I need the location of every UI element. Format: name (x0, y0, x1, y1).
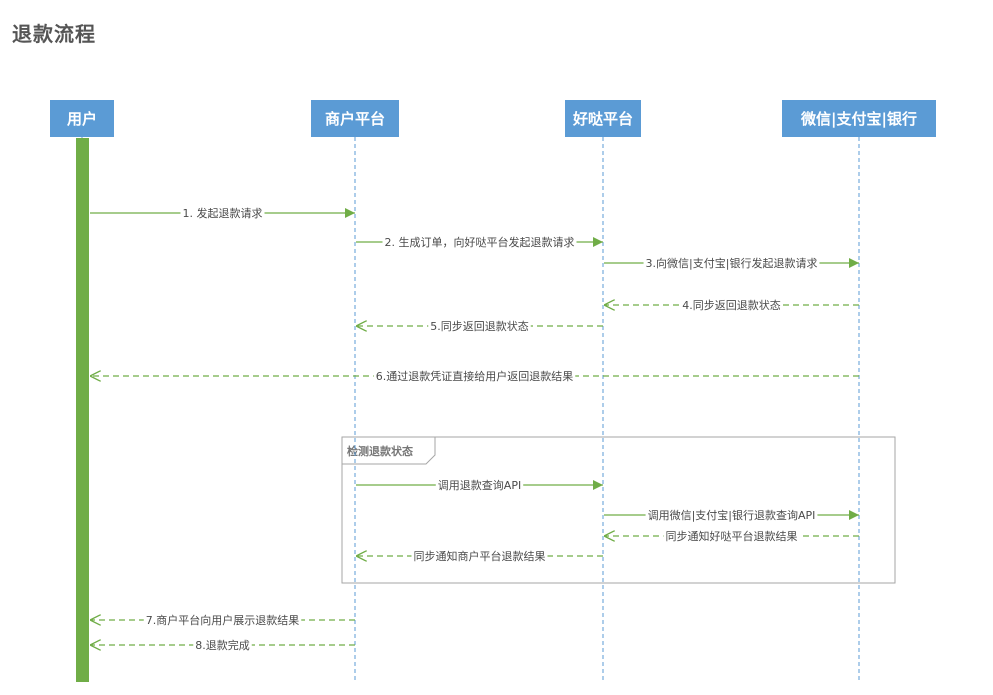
actor-user: 用户 (50, 100, 114, 137)
message-label-bg (435, 477, 524, 493)
message-12: 8.退款完成 (90, 637, 355, 653)
message-label: 4.同步返回退款状态 (682, 298, 781, 312)
message-label-bg (411, 548, 548, 564)
message-label-bg (373, 368, 576, 384)
message-10: 同步通知商户平台退款结果 (356, 548, 603, 564)
message-label-bg (382, 234, 577, 250)
message-label-bg (645, 507, 818, 523)
actor-pay: 微信|支付宝|银行 (782, 100, 936, 137)
message-11: 7.商户平台向用户展示退款结果 (90, 612, 355, 628)
message-7: 调用退款查询API (356, 477, 603, 493)
actor-box (782, 100, 936, 137)
message-label: 3.向微信|支付宝|银行发起退款请求 (646, 256, 818, 270)
message-label-bg (193, 637, 252, 653)
message-label-bg (143, 612, 302, 628)
message-label: 同步通知商户平台退款结果 (414, 549, 546, 563)
actor-label: 好哒平台 (572, 110, 633, 128)
message-label: 调用微信|支付宝|银行退款查询API (648, 508, 816, 522)
frame-box (341, 436, 896, 584)
message-label-bg (643, 255, 820, 271)
actor-merchant: 商户平台 (311, 100, 399, 137)
message-6: 6.通过退款凭证直接给用户返回退款结果 (90, 368, 859, 384)
actor-box (565, 100, 641, 137)
message-8: 调用微信|支付宝|银行退款查询API (604, 507, 859, 523)
message-5: 5.同步返回退款状态 (356, 318, 603, 334)
frame-label-tab (341, 436, 436, 465)
message-label: 6.通过退款凭证直接给用户返回退款结果 (376, 369, 574, 383)
frame-check-refund-status: 检测退款状态 (341, 436, 896, 584)
message-3: 3.向微信|支付宝|银行发起退款请求 (604, 255, 859, 271)
frame-label: 检测退款状态 (347, 444, 413, 458)
user-activation-bar (76, 138, 89, 682)
actor-box (311, 100, 399, 137)
message-label-bg (428, 318, 531, 334)
message-2: 2. 生成订单，向好哒平台发起退款请求 (356, 234, 603, 250)
message-9: 同步通知好哒平台退款结果 (604, 528, 859, 544)
message-label: 同步通知好哒平台退款结果 (666, 529, 798, 543)
actor-box (50, 100, 114, 137)
message-label-bg (180, 205, 265, 221)
message-label: 8.退款完成 (195, 638, 250, 652)
message-label-bg (663, 528, 800, 544)
actor-haoda: 好哒平台 (565, 100, 641, 137)
message-4: 4.同步返回退款状态 (604, 297, 859, 313)
actor-label: 用户 (67, 110, 97, 128)
actor-label: 商户平台 (325, 110, 385, 128)
actor-label: 微信|支付宝|银行 (800, 110, 917, 129)
message-label: 2. 生成订单，向好哒平台发起退款请求 (385, 235, 575, 249)
message-label-bg (680, 297, 783, 313)
page-title: 退款流程 (12, 22, 96, 46)
message-label: 5.同步返回退款状态 (430, 319, 529, 333)
message-label: 7.商户平台向用户展示退款结果 (146, 613, 300, 627)
message-1: 1. 发起退款请求 (90, 205, 355, 221)
message-label: 调用退款查询API (438, 478, 521, 492)
message-label: 1. 发起退款请求 (183, 206, 263, 220)
